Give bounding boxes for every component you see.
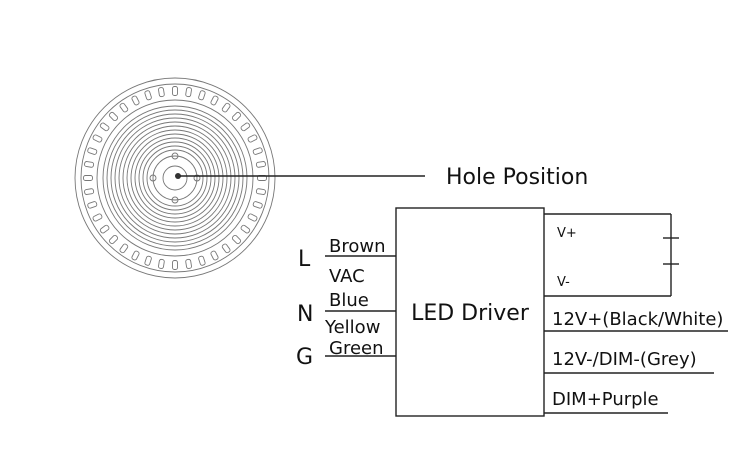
fin-slot: [99, 122, 110, 132]
blue-wire-label: Blue: [329, 290, 369, 311]
concentric-ring: [102, 105, 248, 251]
fin-slot: [198, 255, 206, 266]
fin-slot: [172, 86, 178, 96]
fin-slot: [92, 134, 103, 143]
fin-slot: [108, 111, 119, 122]
concentric-ring: [118, 121, 232, 235]
lamp-top-view: [74, 77, 276, 279]
fin-slot: [252, 201, 263, 209]
fin-slot: [144, 90, 152, 101]
wire-12v-plus-label: 12V+(Black/White): [552, 309, 723, 330]
fin-slot: [158, 87, 165, 98]
fin-slot: [158, 258, 165, 269]
output-wiring: 12V+(Black/White) 12V-/DIM-(Grey) DIM+Pu…: [544, 309, 728, 414]
lamp-screw-right: [193, 174, 201, 182]
fin-slot: [119, 243, 129, 254]
fin-slot: [255, 188, 266, 195]
led-driver-box: [395, 207, 545, 417]
concentric-ring: [134, 137, 216, 219]
terminal-g-label: G: [296, 345, 313, 370]
fin-slot: [247, 134, 258, 143]
vplus-label: V+: [557, 226, 577, 241]
fin-slot: [221, 102, 231, 113]
fin-slot: [84, 188, 95, 195]
fin-slot: [99, 224, 110, 234]
dimmer-output: V+ V-: [544, 213, 679, 297]
fin-slot: [210, 95, 219, 106]
vac-label: VAC: [329, 266, 365, 287]
yellow-wire-label: Yellow: [324, 317, 380, 338]
fin-slot: [131, 250, 140, 261]
fin-slot: [83, 175, 93, 181]
lamp-screw-top: [171, 152, 179, 160]
input-wiring: L Brown VAC N Blue Yellow G Green: [296, 236, 396, 370]
led-driver-label: LED Driver: [411, 301, 530, 326]
terminal-n-label: N: [297, 302, 313, 327]
fin-slot: [221, 243, 231, 254]
lamp-outer-ring: [74, 77, 276, 279]
fin-slot: [198, 90, 206, 101]
fin-slot: [210, 250, 219, 261]
concentric-ring: [114, 117, 236, 239]
fin-slot: [255, 161, 266, 168]
lamp-screw-left: [149, 174, 157, 182]
lamp-center-boss: [152, 155, 198, 201]
lamp-screw-bottom: [171, 196, 179, 204]
fin-slot: [108, 234, 119, 245]
fin-slot: [185, 258, 192, 269]
vminus-label: V-: [557, 275, 570, 290]
lamp-concentric-rings: [102, 105, 248, 251]
fin-slot: [172, 260, 178, 270]
lamp-center-hole: [162, 165, 188, 191]
terminal-l-label: L: [298, 247, 311, 272]
fin-slot: [119, 102, 129, 113]
fin-slot: [185, 87, 192, 98]
fin-slot: [252, 147, 263, 155]
hole-position-label: Hole Position: [446, 165, 588, 190]
concentric-ring: [110, 113, 240, 243]
concentric-ring: [142, 145, 208, 211]
fin-slot: [92, 213, 103, 222]
hole-position-marker: [175, 173, 181, 179]
lamp-fin-ring: [80, 83, 270, 273]
concentric-ring: [122, 125, 228, 231]
concentric-ring: [106, 109, 244, 247]
fin-slot: [240, 122, 251, 132]
lamp-inner-rim: [96, 99, 254, 257]
fin-slot: [87, 147, 98, 155]
green-wire-label: Green: [329, 338, 384, 359]
fin-slot: [231, 111, 242, 122]
fin-slot: [144, 255, 152, 266]
concentric-ring: [146, 149, 204, 207]
lamp-fin-slots: [83, 86, 267, 270]
wire-dim-plus-label: DIM+Purple: [552, 389, 659, 410]
wire-12v-minus-dim-label: 12V-/DIM-(Grey): [552, 349, 697, 370]
fin-slot: [240, 224, 251, 234]
fin-slot: [131, 95, 140, 106]
concentric-ring: [130, 133, 220, 223]
fin-slot: [84, 161, 95, 168]
brown-wire-label: Brown: [329, 236, 386, 257]
concentric-ring: [126, 129, 224, 227]
fin-slot: [87, 201, 98, 209]
concentric-ring: [138, 141, 212, 215]
fin-slot: [247, 213, 258, 222]
fin-slot: [231, 234, 242, 245]
